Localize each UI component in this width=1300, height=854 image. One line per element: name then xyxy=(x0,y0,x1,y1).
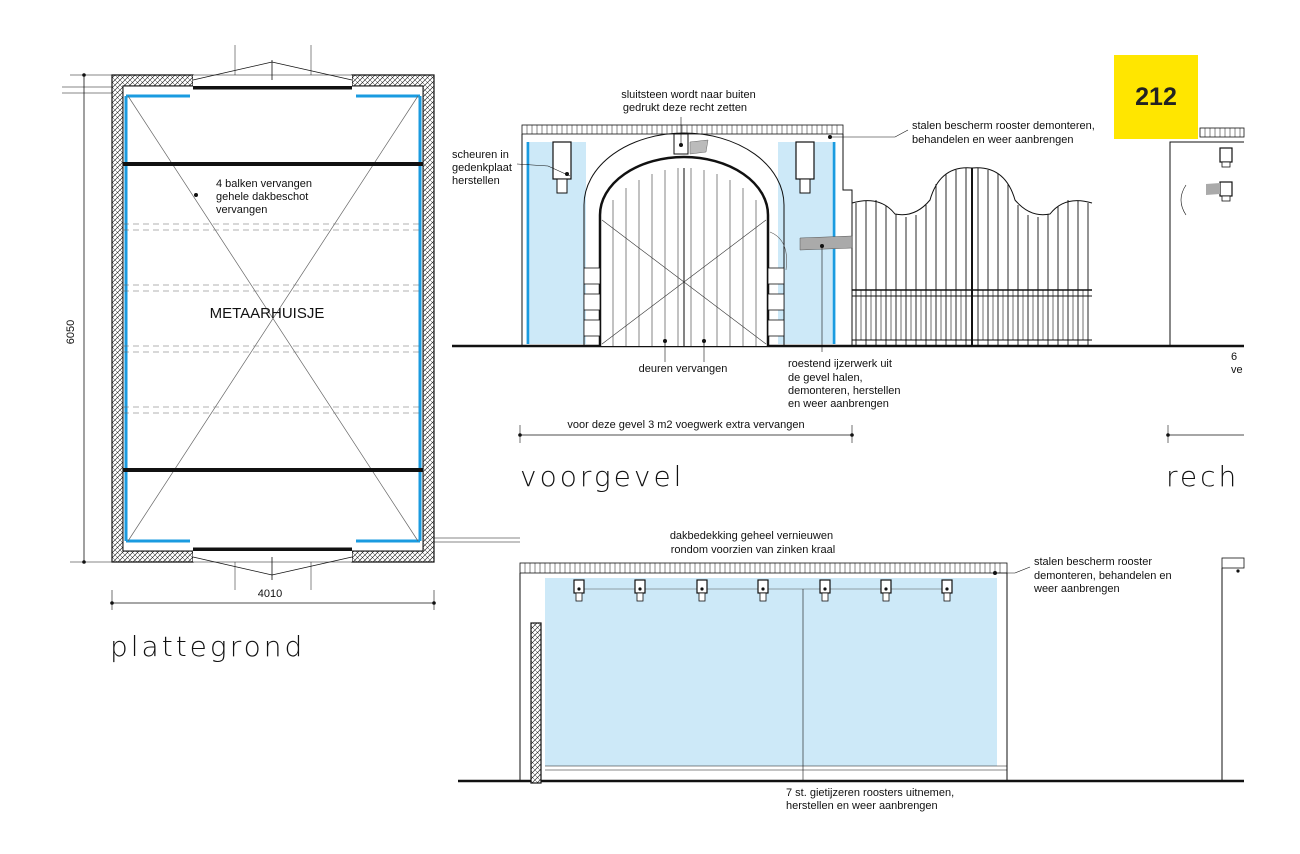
note-cracks: scheuren in gedenkplaat herstellen xyxy=(452,149,515,187)
note-ironwork-line1: roestend ijzerwerk uit xyxy=(788,358,892,370)
right-note-fragment-2: ve xyxy=(1231,364,1243,376)
sheet-number-badge: 212 xyxy=(1114,55,1198,139)
right-elevation-partial: 6 ve xyxy=(1166,127,1245,443)
title-voorgevel: voorgevel xyxy=(520,460,684,493)
note-vents-line1: 7 st. gietijzeren roosters uitnemen, xyxy=(786,787,954,799)
front-elevation: sluitsteen wordt naar buiten gedrukt dez… xyxy=(452,89,1244,443)
note-ironwork: roestend ijzerwerk uit de gevel halen, d… xyxy=(788,358,904,410)
right-note-fragment-1: 6 xyxy=(1231,351,1237,363)
dimension-height: 6050 xyxy=(65,320,77,344)
note-keystone-line2: gedrukt deze recht zetten xyxy=(623,102,747,114)
note-keystone: sluitsteen wordt naar buiten gedrukt dez… xyxy=(621,89,759,114)
note-side-grille: stalen bescherm rooster demonteren, beha… xyxy=(1033,556,1175,595)
note-cracks-line2: gedenkplaat xyxy=(452,162,512,174)
note-roof-line2: rondom voorzien van zinken kraal xyxy=(671,544,835,556)
note-vents-line2: herstellen en weer aanbrengen xyxy=(786,800,938,812)
note-roof: dakbedekking geheel vernieuwen rondom vo… xyxy=(670,530,836,556)
plan-note-beams-line2: gehele dakbeschot xyxy=(216,191,308,203)
floor-plan: 4 balken vervangen gehele dakbeschot ver… xyxy=(62,45,520,610)
note-side-grille-line1: stalen bescherm rooster xyxy=(1034,556,1152,568)
room-name: METAARHUISJE xyxy=(210,305,325,322)
plan-note-beams: 4 balken vervangen gehele dakbeschot ver… xyxy=(216,178,315,216)
note-ironwork-line4: en weer aanbrengen xyxy=(788,398,889,410)
note-ironwork-line2: de gevel halen, xyxy=(788,372,863,384)
note-cracks-line3: herstellen xyxy=(452,175,500,187)
note-front-grille-line1: stalen bescherm rooster demonteren, xyxy=(912,120,1095,132)
note-roof-line1: dakbedekking geheel vernieuwen xyxy=(670,530,833,542)
note-pointing: voor deze gevel 3 m2 voegwerk extra verv… xyxy=(567,419,804,431)
note-doors: deuren vervangen xyxy=(639,363,728,375)
note-cracks-line1: scheuren in xyxy=(452,149,509,161)
title-plattegrond: plattegrond xyxy=(110,630,305,663)
side-elevation: dakbedekking geheel vernieuwen rondom vo… xyxy=(458,530,1245,812)
note-ironwork-line3: demonteren, herstellen xyxy=(788,385,901,397)
note-vents: 7 st. gietijzeren roosters uitnemen, her… xyxy=(786,787,957,812)
note-front-grille-line2: behandelen en weer aanbrengen xyxy=(912,134,1073,146)
title-right-partial: rech xyxy=(1166,460,1239,493)
note-side-grille-line2: demonteren, behandelen en xyxy=(1034,570,1172,582)
dimension-width: 4010 xyxy=(258,588,282,600)
plan-note-beams-line3: vervangen xyxy=(216,204,267,216)
note-side-grille-line3: weer aanbrengen xyxy=(1033,583,1120,595)
plan-note-beams-line1: 4 balken vervangen xyxy=(216,178,312,190)
note-front-grille: stalen bescherm rooster demonteren, beha… xyxy=(912,120,1098,146)
note-keystone-line1: sluitsteen wordt naar buiten xyxy=(621,89,756,101)
